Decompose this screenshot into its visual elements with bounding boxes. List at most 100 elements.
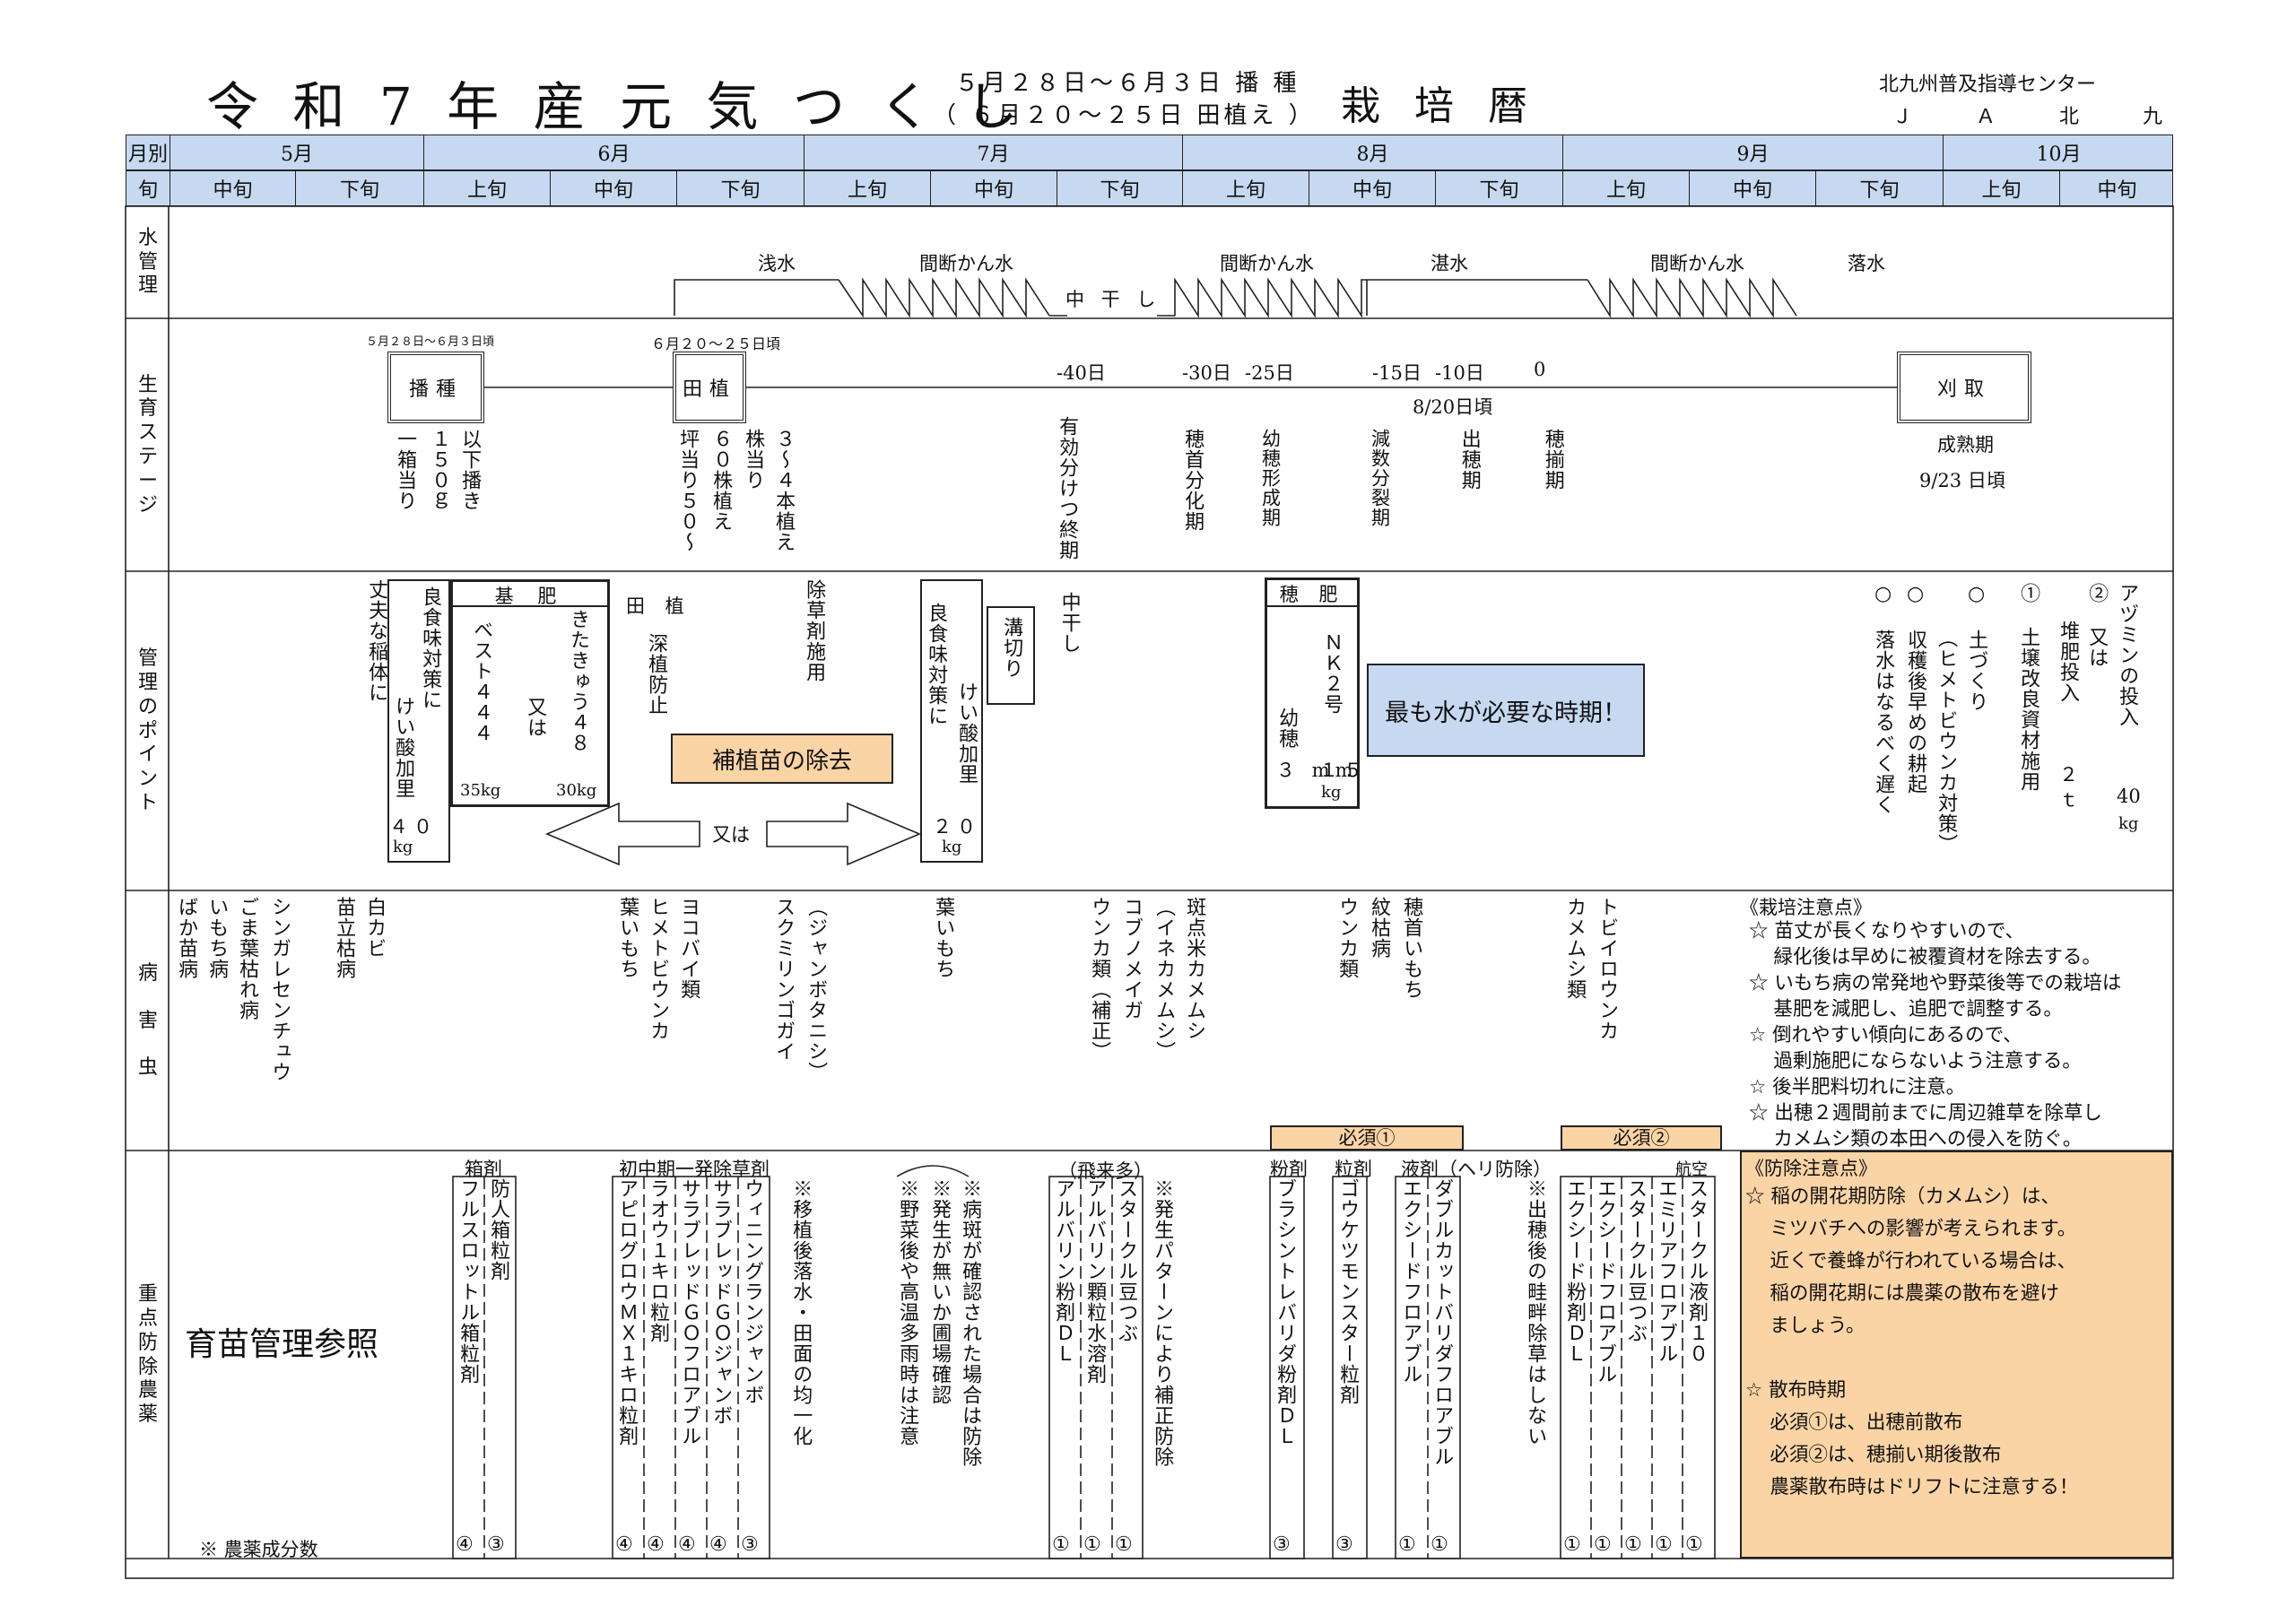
month-cell: 6月 bbox=[423, 135, 804, 169]
planting-date: ６月２０～２５日頃 bbox=[651, 335, 781, 352]
period-cell: 中旬 bbox=[170, 171, 295, 205]
point: ○ 土づくり bbox=[1965, 583, 1988, 712]
base-fertilizer-box: 基 肥 ベスト４４４ 又は きたきゅう４８ 35kg 30kg bbox=[450, 579, 610, 807]
prevention-notes-box: 《防除注意点》 ☆ 稲の開花期防除（カメムシ）は、 ミツバチへの影響が考えられま… bbox=[1740, 1151, 2173, 1559]
pest: 葉いもち bbox=[932, 897, 955, 979]
pesticide-item: アルバリン顆粒水溶剤 bbox=[1083, 1178, 1107, 1385]
pest: いもち病 bbox=[205, 897, 229, 979]
seibun-label: ※ 農薬成分数 bbox=[199, 1539, 318, 1560]
point: アヅミンの投入 bbox=[2116, 583, 2139, 727]
pesticide-item: エクシード粉剤ＤＬ bbox=[1563, 1178, 1587, 1364]
mizo-box: 溝切り bbox=[987, 606, 1035, 705]
pesticide-item: エクシードフロアブル bbox=[1594, 1178, 1617, 1385]
pesticide-note: ※発生が無いか圃場確認 bbox=[928, 1178, 952, 1405]
row-label-pests: 病害虫 bbox=[137, 961, 158, 1080]
amount: ２ bbox=[2059, 764, 2078, 786]
pest: ウンカ類（補正） bbox=[1088, 897, 1111, 1062]
water-shallow: 浅水 bbox=[758, 253, 796, 274]
component-count: ③ bbox=[741, 1533, 759, 1556]
pesticide-note: ※病斑が確認された場合は防除 bbox=[959, 1178, 982, 1467]
amount: ４０ bbox=[389, 816, 438, 838]
stage: 幼穂形成期 bbox=[1259, 429, 1282, 527]
stage-day: -15日 bbox=[1372, 362, 1422, 384]
sowing-period: ５月２８日～６月３日 播 種 bbox=[955, 70, 1300, 97]
pesticide-item: ゴウケツモンスター粒剤 bbox=[1336, 1178, 1360, 1405]
component-count: ① bbox=[1115, 1533, 1133, 1556]
month-label: 月別 bbox=[127, 143, 168, 166]
or-text: 又は bbox=[712, 824, 750, 846]
pest: 苗立枯病 bbox=[333, 897, 356, 979]
water-line bbox=[674, 277, 1797, 318]
component-count: ① bbox=[1685, 1533, 1703, 1556]
point: けい酸加里 bbox=[955, 682, 978, 785]
pesticide-item: フルスロットル箱粒剤 bbox=[457, 1178, 480, 1385]
point: 丈夫な稲体に bbox=[365, 579, 388, 703]
component-count: ③ bbox=[1273, 1533, 1291, 1556]
point: 除草剤施用 bbox=[803, 579, 826, 682]
point: けい酸加里 bbox=[392, 696, 415, 799]
pesticide-note: ※野菜後や高温多雨時は注意 bbox=[896, 1178, 919, 1446]
period-cell: 上旬 bbox=[1943, 171, 2059, 205]
sowing-box: 播種 bbox=[387, 352, 484, 423]
point: ○ 収穫後早めの耕起 bbox=[1904, 583, 1927, 795]
point: ① 土壌改良資材施用 bbox=[2017, 583, 2040, 792]
silica-box-2: 良食味対策に けい酸加里 ２０ kg bbox=[920, 579, 983, 863]
amount: ２０ bbox=[933, 816, 981, 838]
hogoe-label: 穂 肥 bbox=[1267, 580, 1357, 607]
pest: 白カビ bbox=[363, 897, 387, 959]
period-cell: 上旬 bbox=[804, 171, 930, 205]
period-cell: 上旬 bbox=[423, 171, 550, 205]
pesticide-item: エクシードフロアブル bbox=[1399, 1178, 1422, 1385]
stage-day: -25日 bbox=[1245, 362, 1294, 384]
stage: 減数分裂期 bbox=[1369, 429, 1391, 527]
water-flooded: 湛水 bbox=[1431, 253, 1468, 274]
component-count: ① bbox=[1563, 1533, 1581, 1556]
period-cell: 上旬 bbox=[1562, 171, 1689, 205]
pesticide-note: ※発生パターンにより補正防除 bbox=[1151, 1178, 1174, 1467]
remove-seedlings-label: 補植苗の除去 bbox=[671, 734, 893, 784]
component-count: ④ bbox=[647, 1533, 665, 1556]
notes-title: 《栽培注意点》 bbox=[1740, 897, 1872, 918]
pest: 穂首いもち bbox=[1400, 897, 1423, 1000]
sowing-date: ５月２８日～６月３日頃 bbox=[366, 335, 495, 349]
pest: コブノメイガ bbox=[1120, 897, 1144, 1020]
note: １５０ｇ bbox=[428, 429, 451, 511]
group-title: （飛来多） bbox=[1058, 1160, 1152, 1182]
pest: ごま葉枯れ病 bbox=[236, 897, 259, 1020]
unit: ｔ bbox=[2059, 789, 2078, 811]
unit: kg bbox=[393, 838, 413, 856]
pest: （イネカメムシ） bbox=[1152, 897, 1176, 1062]
pest: スクミリンゴガイ bbox=[772, 897, 796, 1062]
period-cell: 下旬 bbox=[676, 171, 804, 205]
kihi-label: 基 肥 bbox=[453, 582, 607, 607]
point: 幼穂 bbox=[1275, 708, 1299, 749]
or-text: 又は bbox=[524, 697, 547, 738]
double-arrow bbox=[544, 802, 922, 866]
pest: ばか苗病 bbox=[175, 897, 198, 979]
pesticide-item: スタークル豆つぶ bbox=[1115, 1178, 1138, 1343]
pesticide-note: ※移植後落水・田面の均一化 bbox=[789, 1178, 813, 1446]
component-count: ① bbox=[1624, 1533, 1642, 1556]
period-cell: 中旬 bbox=[1689, 171, 1815, 205]
stage-day: -10日 bbox=[1435, 362, 1484, 384]
component-count: ① bbox=[1083, 1533, 1101, 1556]
month-cell: 7月 bbox=[804, 135, 1182, 169]
component-count: ① bbox=[1052, 1533, 1070, 1556]
water-intermittent: 間断かん水 bbox=[919, 253, 1013, 274]
pest: 葉いもち bbox=[616, 897, 639, 979]
row-label-pesticide: 重点防除農薬 bbox=[137, 1283, 158, 1427]
month-cell: 5月 bbox=[170, 135, 423, 169]
period-cell: 下旬 bbox=[295, 171, 423, 205]
stage: 穂揃期 bbox=[1541, 429, 1564, 491]
fertilizer: ベスト４４４ bbox=[470, 620, 493, 743]
point: 深植防止 bbox=[645, 633, 668, 716]
period-label: 旬 bbox=[137, 179, 158, 202]
water-drain: 落水 bbox=[1848, 253, 1885, 274]
period-band: 旬 中旬下旬上旬中旬下旬上旬中旬下旬上旬中旬下旬上旬中旬下旬上旬中旬 bbox=[126, 170, 2173, 206]
cultivation-notes: ☆ 苗丈が長くなりやすいので、 緑化後は早めに被覆資材を除去する。 ☆ いもち病… bbox=[1749, 920, 2122, 1151]
pest: ヒメトビウンカ bbox=[647, 897, 670, 1041]
stage: 出穂期 bbox=[1457, 429, 1481, 491]
calendar-title: 栽培暦 bbox=[1341, 83, 1561, 129]
period-cell: 上旬 bbox=[1182, 171, 1309, 205]
component-count: ④ bbox=[709, 1533, 727, 1556]
